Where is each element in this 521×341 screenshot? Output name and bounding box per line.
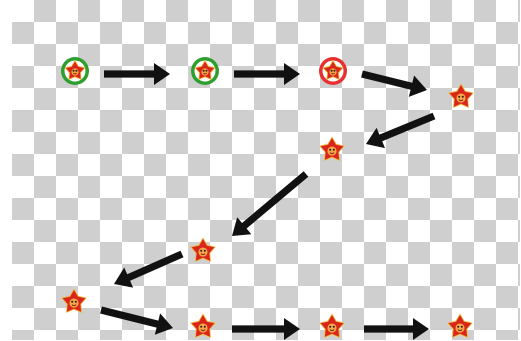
arrow-8 [232,318,300,340]
badge-node-1 [61,57,89,85]
star-node-4 [448,84,474,108]
badge-node-2 [191,57,219,85]
arrow-5 [232,171,308,236]
arrow-1 [104,63,170,85]
arrow-3 [361,71,427,97]
star-node-8 [190,314,216,338]
star-node-6 [190,238,216,262]
star-node-7 [61,289,87,313]
arrow-4 [366,113,435,148]
star-node-10 [447,314,473,338]
arrow-2 [234,63,300,85]
star-node-9 [319,314,345,338]
badge-node-3 [319,57,347,85]
star-node-5 [319,137,345,161]
arrow-7 [100,307,173,335]
arrow-9 [364,318,429,340]
arrow-6 [114,251,184,288]
